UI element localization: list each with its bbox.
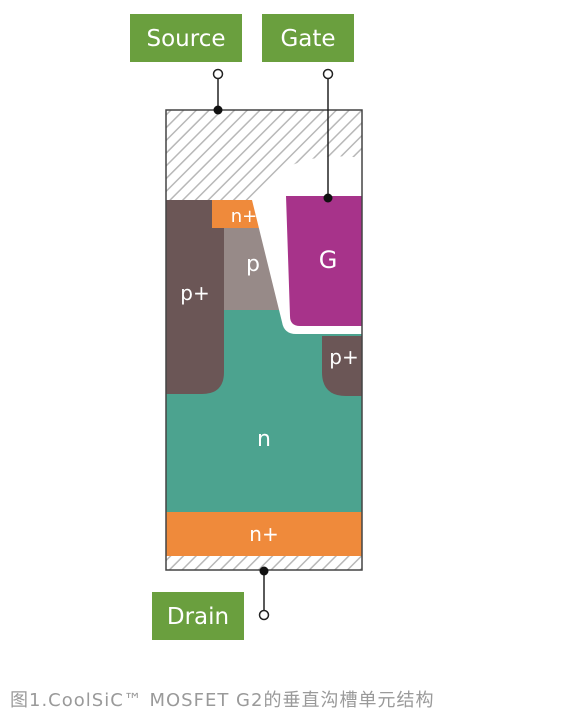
substrate-n-plus-region [166, 512, 362, 556]
drain-terminal-pin [258, 609, 270, 621]
figure-caption: 图1.CoolSiC™ MOSFET G2的垂直沟槽单元结构 [10, 690, 435, 711]
gate-contact-dot [323, 193, 333, 203]
trench-gate-region [286, 196, 362, 326]
drain-terminal-label: Drain [167, 604, 229, 630]
substrate-n-plus-label: n+ [249, 522, 278, 546]
drift-n-label: n [257, 427, 271, 452]
gate-terminal-box [262, 14, 354, 62]
source-terminal-pin [212, 68, 224, 80]
drain-contact-dot [259, 566, 269, 576]
drain-metal [166, 556, 362, 570]
p-body-label: p [246, 252, 260, 277]
left-p-plus-label: p+ [180, 281, 209, 305]
source-n-plus-label: n+ [231, 206, 258, 227]
drain-terminal-box [152, 592, 244, 640]
gate-terminal-label: Gate [280, 26, 335, 52]
gate-region-label: G [319, 246, 338, 274]
source-contact-dot [213, 105, 223, 115]
source-terminal-box [130, 14, 242, 62]
right-p-plus-label: p+ [329, 345, 358, 369]
right-p-plus-region [322, 336, 362, 396]
left-p-plus-region [166, 200, 224, 394]
gate-terminal-pin [322, 68, 334, 80]
source-terminal-label: Source [147, 26, 226, 52]
